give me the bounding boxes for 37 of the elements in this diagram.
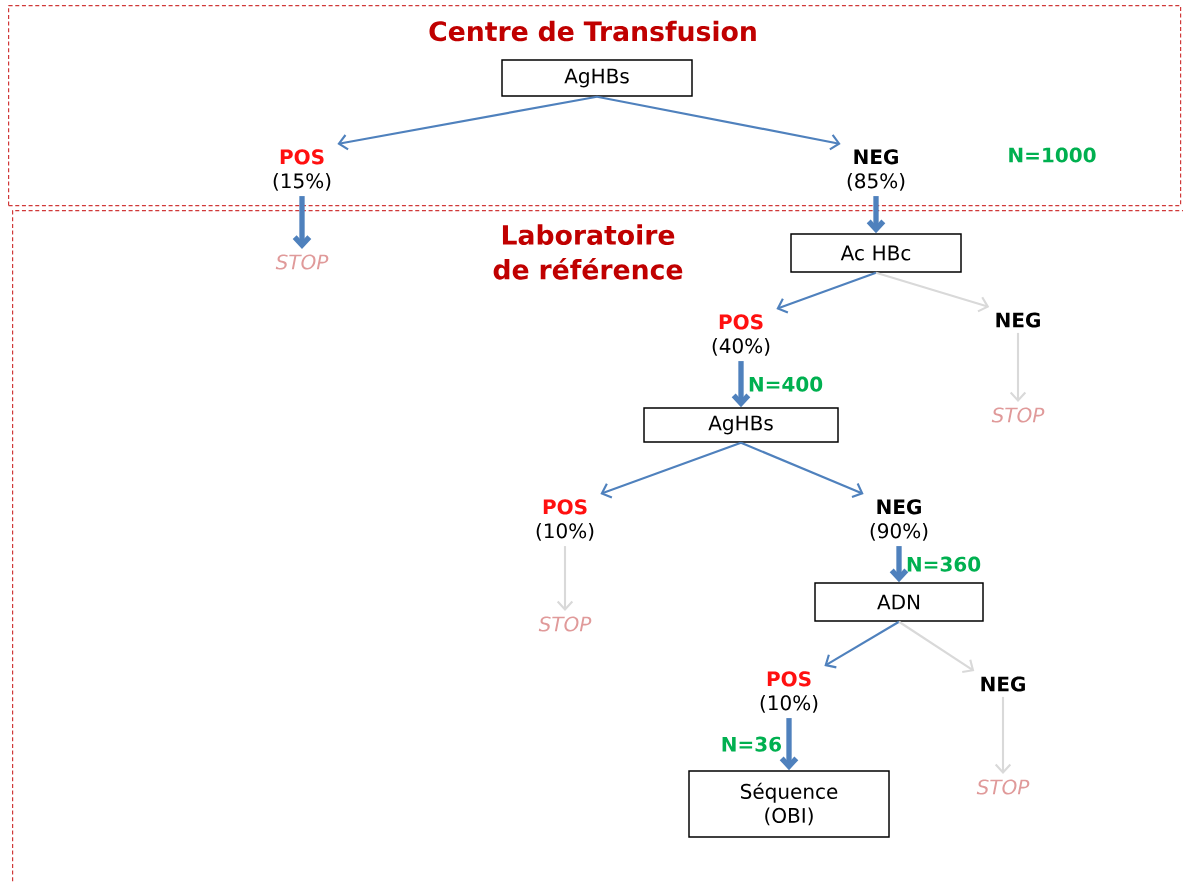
arrow (898, 620, 975, 674)
process-box: AgHBs (643, 407, 839, 443)
result-text: NEG (996, 312, 1040, 328)
result-text: NEG (981, 676, 1025, 692)
result-text: POS (10%) (760, 671, 818, 713)
edge-label: N=400 (749, 376, 823, 392)
arrow (875, 271, 990, 313)
arrow (600, 441, 742, 499)
arrow (866, 196, 886, 234)
process-box: Séquence (OBI) (688, 770, 890, 838)
stop-text: STOP (976, 779, 1030, 795)
arrow (292, 196, 312, 250)
arrow (889, 546, 909, 583)
stop-text: STOP (538, 616, 592, 632)
count-label: N=1000 (1009, 147, 1096, 163)
arrow (776, 271, 877, 314)
stop-text: STOP (991, 407, 1045, 423)
result-text: NEG (90%) (870, 499, 928, 541)
arrow (779, 718, 799, 771)
arrow (994, 696, 1012, 775)
edge-label: N=36 (722, 736, 781, 752)
result-text: POS (40%) (712, 314, 770, 356)
process-box: Ac HBc (790, 233, 962, 273)
result-text: NEG (85%) (847, 149, 905, 191)
result-text: POS (10%) (536, 499, 594, 541)
arrow (824, 620, 900, 669)
arrow (596, 95, 841, 151)
result-text: POS (15%) (273, 149, 331, 191)
process-box: ADN (814, 582, 984, 622)
arrow (740, 441, 864, 498)
process-box: AgHBs (501, 59, 693, 97)
arrow (556, 546, 574, 612)
edge-label: N=360 (907, 556, 981, 572)
stop-text: STOP (275, 254, 329, 270)
arrow (1009, 332, 1027, 403)
arrow (337, 95, 598, 151)
arrow (731, 361, 751, 408)
